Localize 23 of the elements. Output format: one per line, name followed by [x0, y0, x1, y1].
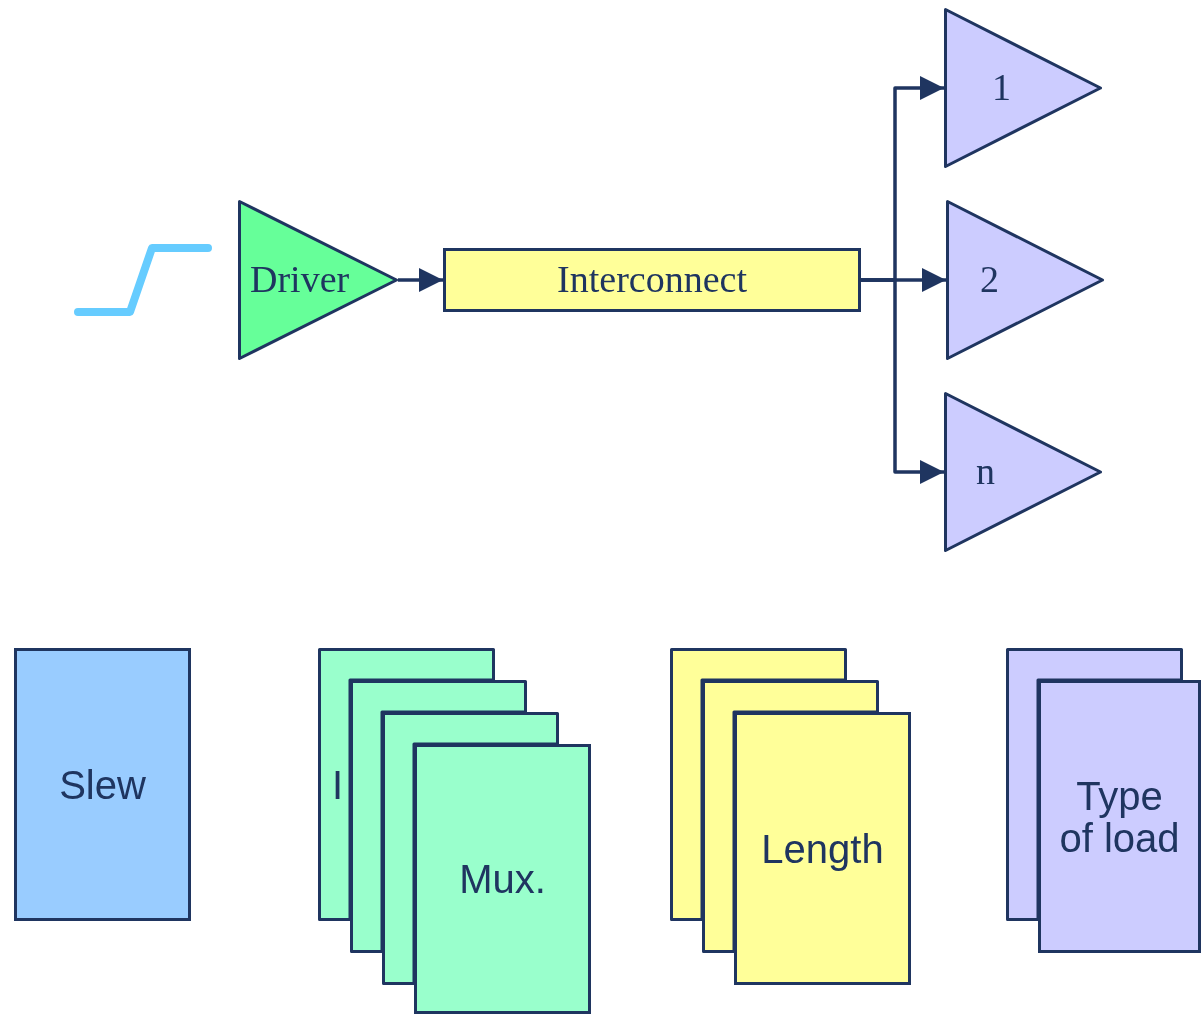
process-box — [443, 248, 861, 312]
buffer-triangle — [946, 200, 1104, 360]
buffer-label: 2 — [979, 259, 999, 301]
arrow — [861, 278, 944, 484]
card — [414, 744, 591, 1014]
buffer-triangle — [944, 8, 1102, 168]
arrow — [398, 268, 443, 292]
box-label: Interconnect — [557, 259, 747, 301]
buffer-label: 1 — [991, 67, 1011, 109]
card-label: I — [332, 763, 344, 806]
card — [14, 648, 191, 921]
card — [1038, 680, 1201, 953]
card-label: Length — [760, 827, 885, 870]
stacked-card — [382, 712, 559, 985]
buffer-triangle — [238, 200, 398, 360]
card-label: Type of load — [1058, 774, 1181, 859]
card — [734, 712, 911, 985]
buffer-label: n — [975, 451, 995, 493]
card-label: Slew — [58, 763, 147, 806]
buffer-triangle — [944, 392, 1102, 552]
buffer-label: Driver — [249, 259, 351, 301]
stacked-card — [1006, 648, 1183, 921]
card-label: Mux. — [458, 858, 547, 900]
